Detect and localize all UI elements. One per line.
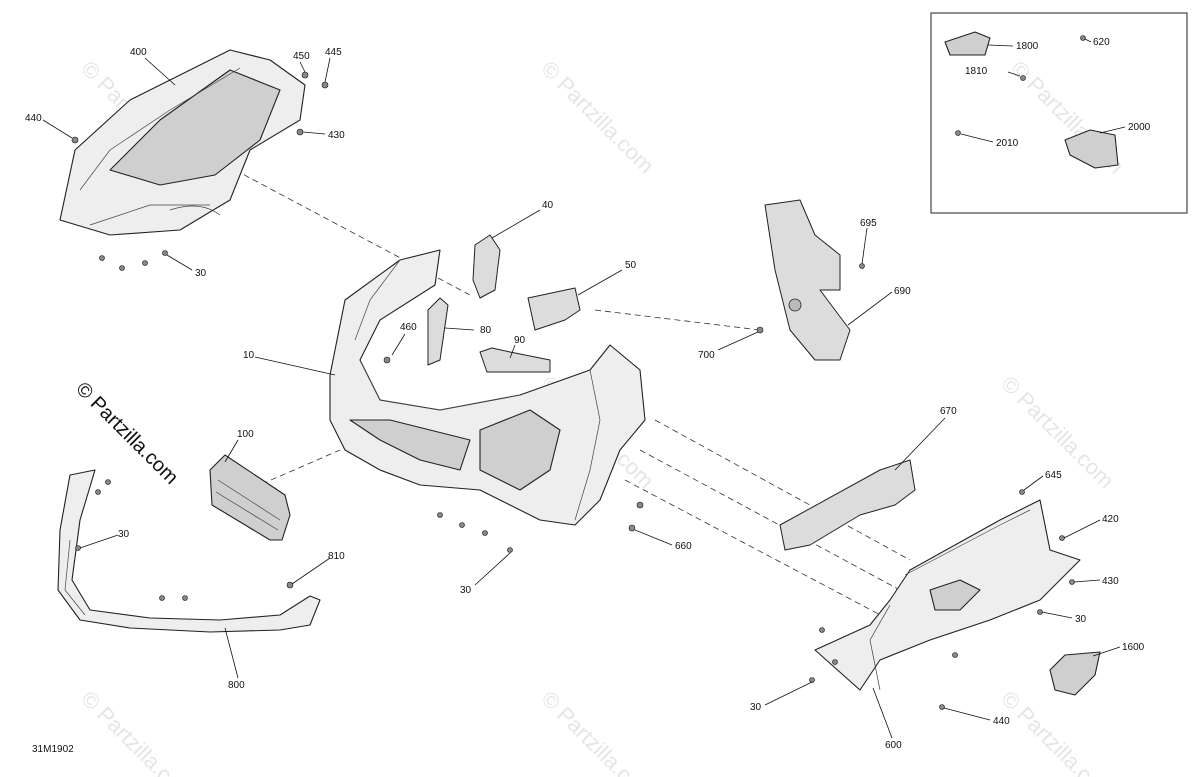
callout-30: 30 [1075,614,1087,625]
callout-30: 30 [460,585,472,596]
callout-800: 800 [228,680,245,691]
callout-80: 80 [480,325,492,336]
callout-810: 810 [328,551,345,562]
part-690-side-panel [764,199,851,361]
watermark: © Partzilla.com [996,686,1119,777]
inset-parts [944,31,1119,169]
callout-labels: 400 450 445 440 430 30 40 50 460 80 90 1… [25,37,1151,751]
part-90-foam [479,347,551,373]
watermark: © Partzilla.com [536,686,659,777]
callout-30: 30 [195,268,207,279]
diagram-code: 31M1902 [32,744,74,755]
part-400-upper-cowl [59,49,306,236]
callout-460: 460 [400,322,417,333]
callout-2010: 2010 [996,138,1019,149]
callout-660: 660 [675,541,692,552]
callout-400: 400 [130,47,147,58]
watermark: © Partzilla.com [76,686,199,777]
callout-30: 30 [750,702,762,713]
callout-420: 420 [1102,514,1119,525]
part-600-belly-pan [814,499,1081,691]
callout-50: 50 [625,260,637,271]
part-100-grille [209,454,291,541]
callout-430: 430 [1102,576,1119,587]
callout-1800: 1800 [1016,41,1039,52]
part-800-bumper [57,469,321,633]
callout-600: 600 [885,740,902,751]
part-1800 [944,31,991,56]
callout-440: 440 [993,716,1010,727]
callout-90: 90 [514,335,526,346]
callout-100: 100 [237,429,254,440]
callout-445: 445 [325,47,342,58]
part-80-foam [427,297,449,366]
part-1600-light [1049,651,1101,696]
callout-700: 700 [698,350,715,361]
watermark: © Partzilla.com [536,56,659,179]
inset-frame [930,12,1188,214]
callout-40: 40 [542,200,554,211]
callout-620: 620 [1093,37,1110,48]
callout-645: 645 [1045,470,1062,481]
callout-690: 690 [894,286,911,297]
part-40-foam [472,234,501,299]
part-10-hood [329,249,646,526]
leader-lines [42,38,1126,739]
callout-1600: 1600 [1122,642,1145,653]
foam-pieces [427,234,581,373]
part-2000 [1064,129,1119,169]
callout-695: 695 [860,218,877,229]
callout-2000: 2000 [1128,122,1151,133]
callout-1810: 1810 [965,66,988,77]
callout-10: 10 [243,350,255,361]
callout-450: 450 [293,51,310,62]
callout-440: 440 [25,113,42,124]
part-50-foam [527,287,581,331]
part-670-foam-strip [779,459,916,551]
callout-670: 670 [940,406,957,417]
callout-430: 430 [328,130,345,141]
callout-30: 30 [118,529,130,540]
